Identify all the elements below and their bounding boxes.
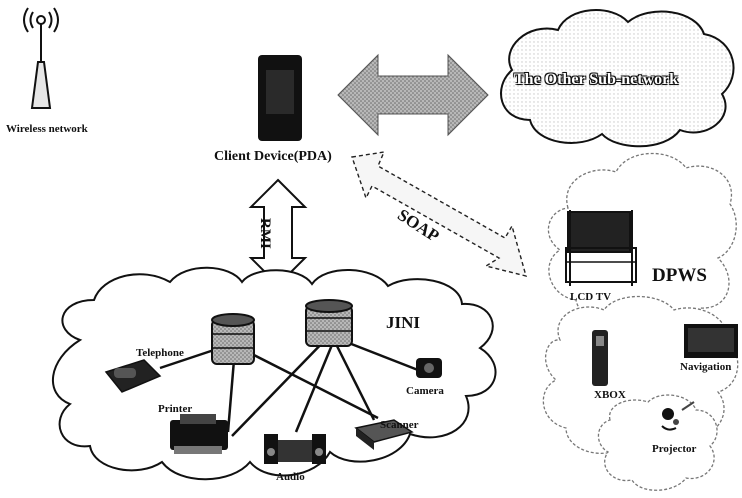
jini-links — [159, 334, 419, 437]
camera-icon — [416, 358, 442, 378]
pda-icon — [258, 55, 302, 141]
camera-label: Camera — [406, 385, 444, 397]
telephone-label: Telephone — [136, 347, 184, 359]
xbox-icon — [592, 330, 608, 386]
double-arrow-subnetwork — [337, 53, 489, 137]
lcd-tv-label: LCD TV — [570, 291, 612, 303]
jini-label: JINI — [386, 313, 421, 332]
lcd-tv-icon — [565, 210, 637, 286]
client-device-label: Client Device(PDA) — [214, 149, 332, 164]
wireless-network-label: Wireless network — [6, 123, 88, 135]
projector-icon — [661, 401, 695, 431]
audio-icon — [264, 434, 326, 464]
server-icon — [305, 299, 353, 347]
soap-arrow — [351, 151, 527, 277]
projector-label: Projector — [652, 443, 697, 455]
printer-icon — [170, 414, 228, 454]
other-subnetwork-cloud — [500, 9, 735, 148]
printer-label: Printer — [158, 403, 193, 415]
scanner-label: Scanner — [380, 419, 419, 431]
other-subnetwork-label: The Other Sub-network — [514, 71, 679, 88]
antenna-icon — [23, 7, 59, 109]
xbox-label: XBOX — [594, 389, 626, 401]
audio-label: Audio — [276, 471, 305, 483]
rmi-label: RMI — [257, 218, 273, 249]
server-icon — [211, 313, 255, 365]
navigation-label: Navigation — [680, 361, 732, 373]
dpws-label: DPWS — [652, 265, 707, 286]
telephone-icon — [104, 359, 162, 393]
scanner-icon — [354, 419, 414, 450]
navigation-icon — [684, 324, 738, 358]
dpws-cloud — [542, 152, 739, 491]
